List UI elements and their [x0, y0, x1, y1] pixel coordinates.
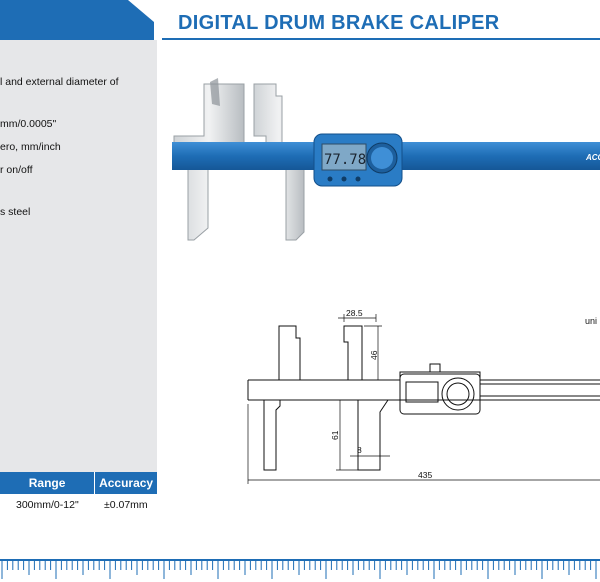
feature-line: r on/off	[0, 164, 33, 176]
units-label: uni	[585, 316, 598, 326]
range-header: Range	[0, 472, 96, 494]
dim-lower-jaw-depth: 61	[330, 430, 340, 440]
accuracy-cell: ±0.07mm	[103, 499, 148, 511]
accuracy-header: Accuracy	[94, 472, 157, 494]
dim-overall-length: 435	[418, 470, 432, 480]
feature-line: mm/0.0005"	[0, 118, 57, 130]
zero-button	[341, 176, 347, 182]
range-cell: 300mm/0-12"	[16, 499, 79, 511]
feature-line: s steel	[0, 206, 31, 218]
brand-text: ACC	[585, 153, 600, 162]
ruler-strip	[0, 559, 600, 579]
features-panel: l and external diameter of mm/0.0005" er…	[0, 40, 157, 472]
dim-jaw-width: 28.5	[346, 308, 363, 318]
header-banner	[0, 0, 600, 40]
unit-button	[355, 176, 361, 182]
dim-tip-width: 8	[357, 445, 362, 455]
feature-line: l and external diameter of	[0, 76, 119, 88]
power-button	[327, 176, 333, 182]
caliper-photo: ACC 77.78	[172, 78, 600, 241]
lcd-reading: 77.78	[324, 152, 366, 168]
dim-upper-jaw-depth: 46	[369, 350, 379, 360]
table-header-row: Range Accuracy	[0, 472, 157, 494]
page-title: DIGITAL DRUM BRAKE CALIPER	[178, 12, 500, 34]
feature-line: ero, mm/inch	[0, 141, 61, 153]
technical-drawing: 28.5 46 61 8 435	[247, 308, 600, 484]
spec-table: Range Accuracy 300mm/0-12" ±0.07mm	[0, 472, 157, 516]
table-row: 300mm/0-12" ±0.07mm	[0, 494, 157, 516]
